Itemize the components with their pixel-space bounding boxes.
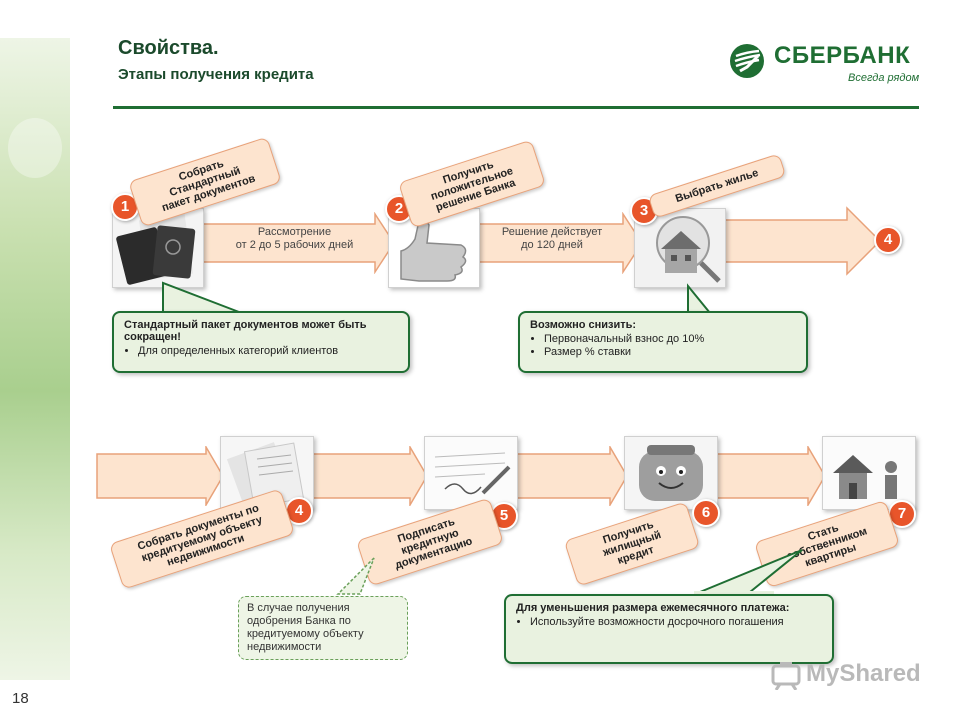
flow-arrow-bottom-3	[516, 446, 628, 506]
decorative-sidebar	[0, 38, 70, 680]
callout-payment-list: Используйте возможности досрочного погаш…	[516, 616, 822, 628]
owner-house-icon	[823, 437, 915, 509]
flow-arrow-bottom-4	[714, 446, 826, 506]
arrow-label-line: от 2 до 5 рабочих дней	[235, 239, 354, 251]
page-number: 18	[12, 690, 29, 707]
projector-icon	[771, 662, 801, 690]
callout-docs: Стандартный пакет документов может быть …	[112, 311, 410, 373]
callout-pointer-approval	[336, 557, 375, 595]
sberbank-logo-icon	[730, 44, 764, 78]
arrow-label-line: Решение действует	[501, 226, 603, 238]
list-item: Используйте возможности досрочного погаш…	[530, 616, 822, 628]
header-divider	[113, 106, 919, 109]
step-6-photo	[624, 436, 718, 510]
arrow-label-line: до 120 дней	[521, 239, 583, 251]
callout-reduce-list: Первоначальный взнос до 10% Размер % ста…	[530, 333, 796, 358]
wallet-icon	[625, 437, 717, 509]
step-6-tag: Получить жилищный кредит	[563, 501, 701, 587]
callout-docs-list: Для определенных категорий клиентов	[124, 345, 398, 357]
list-item: Первоначальный взнос до 10%	[544, 333, 796, 345]
flow-arrow-top-2	[478, 212, 643, 274]
signing-icon	[425, 437, 517, 509]
page-title: Свойства.	[118, 37, 219, 59]
tag-line: Выбрать жилье	[673, 166, 761, 206]
logo-name: СБЕРБАНК	[774, 42, 911, 69]
callout-reduce: Возможно снизить: Первоначальный взнос д…	[518, 311, 808, 373]
step-1-badge: 1	[111, 193, 139, 221]
flow-arrow-top-3	[722, 206, 882, 276]
step-4-badge-top: 4	[874, 226, 902, 254]
watermark-text: MyShared	[806, 660, 921, 687]
callout-pointer-payment	[694, 549, 803, 598]
arrow-label-decision: Решение действует до 120 дней	[482, 226, 622, 252]
flow-arrow-top-1	[200, 212, 395, 274]
step-6-badge: 6	[692, 499, 720, 527]
callout-payment: Для уменьшения размера ежемесячного плат…	[504, 594, 834, 664]
page-subtitle: Этапы получения кредита	[118, 66, 314, 83]
sberbank-logo: СБЕРБАНК Всегда рядом	[728, 40, 923, 90]
callout-approval: В случае получения одобрения Банка по кр…	[238, 596, 408, 660]
flow-arrow-bottom-1	[96, 446, 224, 506]
flow-arrow-bottom-2	[312, 446, 428, 506]
step-5-photo	[424, 436, 518, 510]
callout-docs-heading: Стандартный пакет документов может быть …	[124, 319, 367, 343]
callout-reduce-heading: Возможно снизить:	[530, 319, 637, 331]
list-item: Размер % ставки	[544, 346, 796, 358]
logo-tagline: Всегда рядом	[848, 72, 920, 84]
watermark: MyShared	[770, 658, 930, 692]
arrow-label-line: Рассмотрение	[257, 226, 332, 238]
callout-payment-heading: Для уменьшения размера ежемесячного плат…	[516, 602, 790, 614]
list-item: Для определенных категорий клиентов	[138, 345, 398, 357]
arrow-label-review: Рассмотрение от 2 до 5 рабочих дней	[212, 226, 377, 252]
step-7-badge: 7	[888, 500, 916, 528]
step-7-photo	[822, 436, 916, 510]
